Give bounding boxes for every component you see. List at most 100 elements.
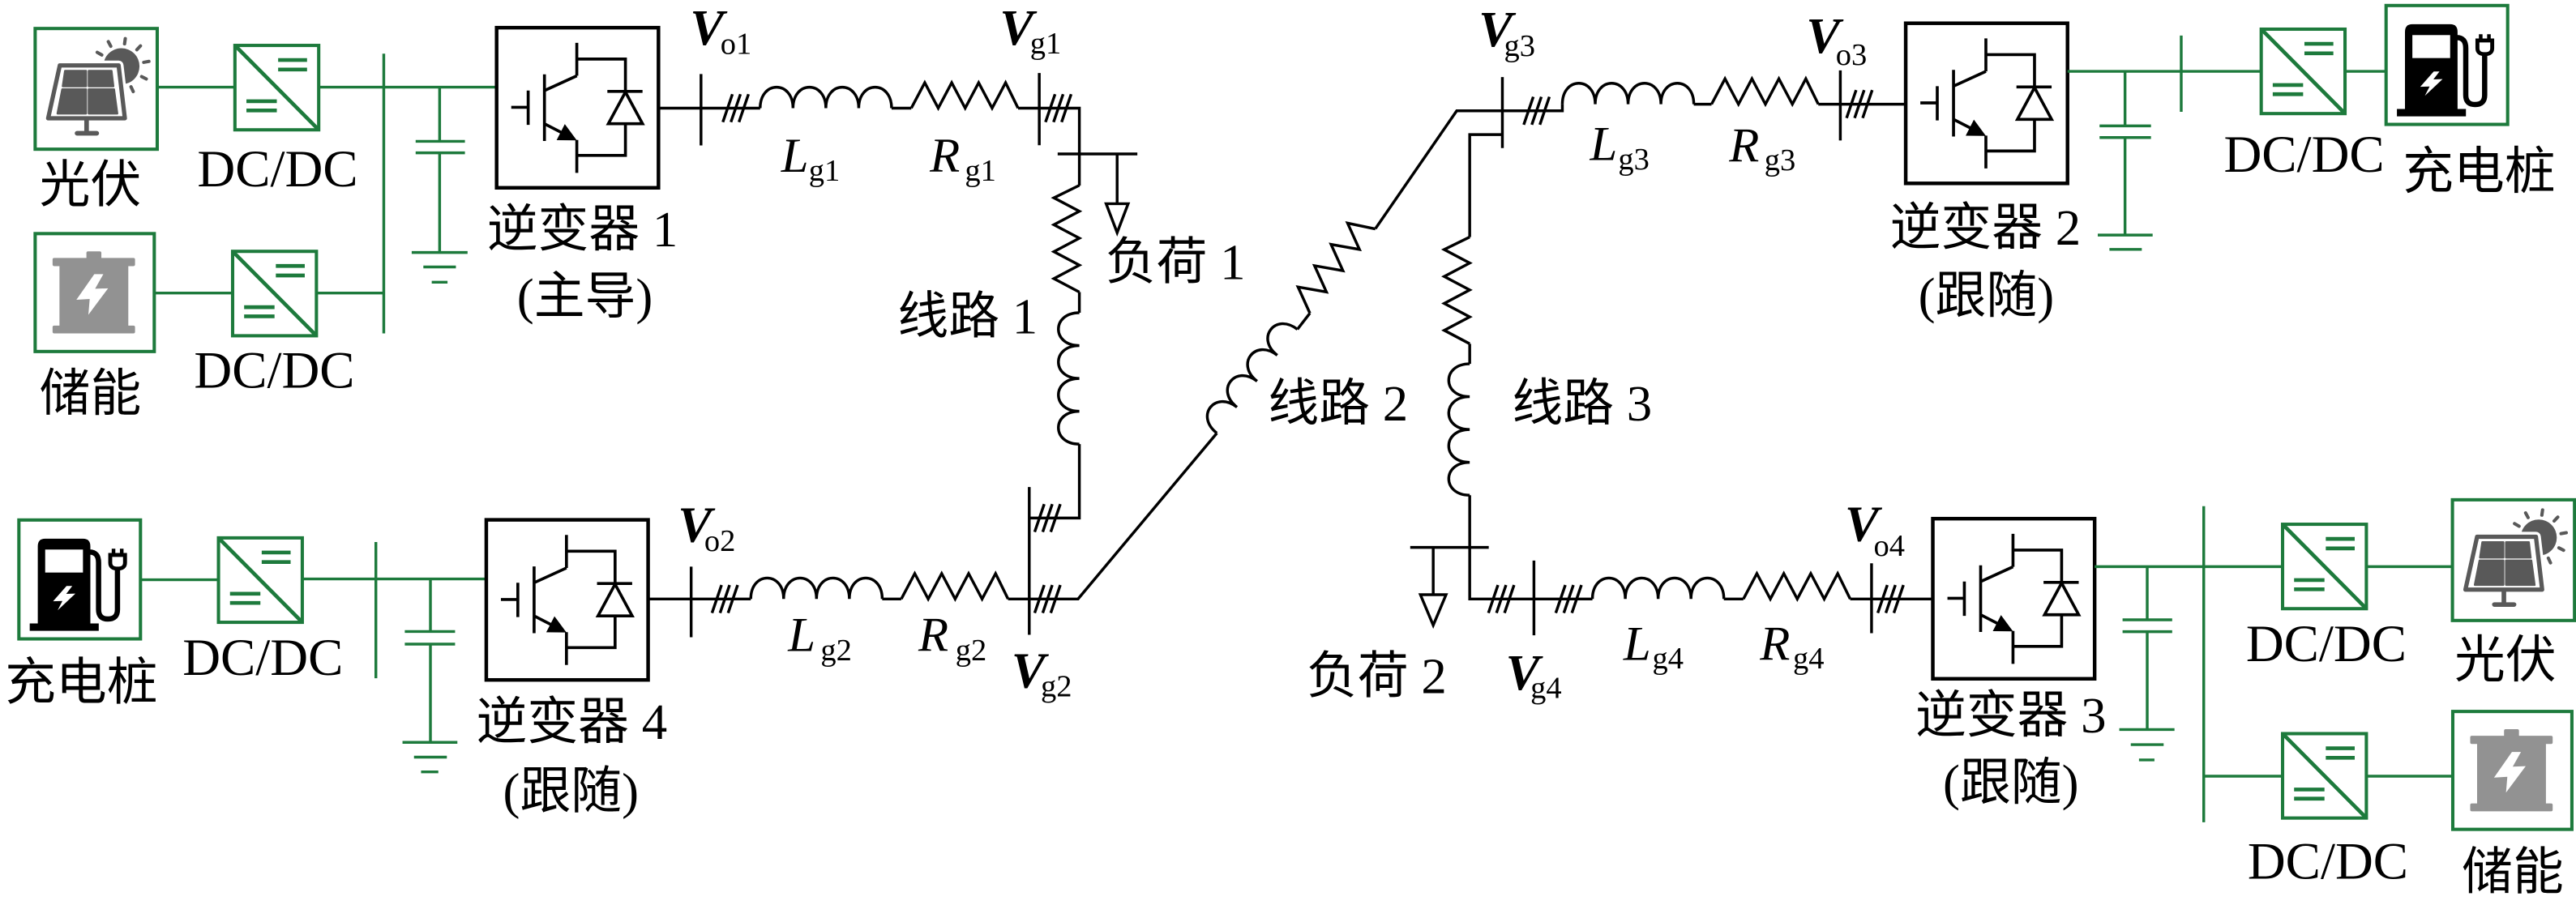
solar-panel-icon xyxy=(35,28,157,149)
inductor-lg2 xyxy=(749,576,884,601)
charger-label: 充电桩 xyxy=(2403,143,2555,200)
load-arrow-icon xyxy=(1104,202,1131,237)
dc-link-capacitor xyxy=(415,87,465,253)
ground-icon xyxy=(2119,728,2175,762)
storage-label: 储能 xyxy=(40,365,142,422)
ground-icon xyxy=(2098,233,2153,251)
inverter-3-label: 逆变器 3 xyxy=(1915,687,2107,744)
resistor-rg1 xyxy=(909,81,1020,110)
vo2-label: Vo2 xyxy=(678,496,735,558)
line-1-inductor xyxy=(1057,311,1081,446)
three-phase-marker xyxy=(1033,502,1062,534)
resistor-rg4 xyxy=(1742,572,1852,601)
load-2-label: 负荷 2 xyxy=(1307,647,1447,704)
node-voltage-labels: Vo1 Vg1 Vg3 Vo3 Vo2 Vg2 Vo4 Vg4 xyxy=(678,0,1905,706)
storage-label: 储能 xyxy=(2462,844,2564,901)
line-3-inductor xyxy=(1447,362,1471,497)
line-1-label: 线路 1 xyxy=(897,288,1038,345)
inductor-lg3 xyxy=(1560,82,1696,106)
inductor-lg1 xyxy=(759,85,893,110)
line-3-label: 线路 3 xyxy=(1512,375,1652,432)
resistor-rg2 xyxy=(900,572,1010,601)
line-2-impedance xyxy=(1199,211,1377,435)
vg2-label: Vg2 xyxy=(1012,642,1072,703)
line-1-impedance xyxy=(1052,184,1081,446)
dcdc-label: DC/DC xyxy=(2248,832,2408,890)
dcdc-label: DC/DC xyxy=(182,629,343,687)
load-2-feeder xyxy=(1410,545,1489,596)
ground-icon xyxy=(402,741,458,774)
line-and-load-labels: 线路 1 线路 2 线路 3 负荷 1 负荷 2 xyxy=(897,234,1652,705)
inverter-3-role: (跟随) xyxy=(1943,754,2079,811)
line-3-resistor xyxy=(1443,235,1471,346)
three-phase-marker xyxy=(1522,95,1551,126)
battery-icon xyxy=(2453,711,2572,830)
three-phase-marker xyxy=(721,92,751,124)
dc-link-capacitor xyxy=(404,578,456,743)
line-2-resistor xyxy=(1288,211,1377,315)
dcdc-converter-storage xyxy=(2283,733,2366,817)
unit-2-dc-side: 逆变器 2 (跟随) DC/DC 充电桩 xyxy=(1890,6,2556,324)
vo3-label: Vo3 xyxy=(1806,7,1867,72)
dc-wiring xyxy=(140,541,486,679)
line-3-wire xyxy=(1468,495,1593,601)
ac-network xyxy=(648,70,1933,638)
inverter-4-block xyxy=(486,520,648,681)
ac-wire-branch-1 xyxy=(658,106,1081,186)
inverter-4-role: (跟随) xyxy=(503,762,640,819)
dcdc-converter-storage xyxy=(233,251,316,335)
three-phase-marker xyxy=(1044,92,1073,124)
inverter-2-role: (跟随) xyxy=(1919,267,2055,324)
inductor-lg4 xyxy=(1590,576,1726,601)
vg1-label: Vg1 xyxy=(999,0,1061,61)
dc-link-capacitor xyxy=(2099,71,2151,236)
load-1-label: 负荷 1 xyxy=(1106,234,1246,291)
inverter-1-role: (主导) xyxy=(517,268,653,325)
three-phase-marker xyxy=(1033,583,1062,615)
inverter-3-block xyxy=(1933,519,2095,679)
dcdc-label: DC/DC xyxy=(197,140,357,199)
line-1-wire xyxy=(1029,444,1081,520)
line-3-impedance xyxy=(1443,235,1471,497)
line-3-wire xyxy=(1468,133,1503,237)
line-1-resistor xyxy=(1052,184,1081,294)
load-arrow-icon xyxy=(1418,593,1448,630)
solar-panel-icon xyxy=(2453,500,2575,621)
dc-wiring xyxy=(2095,506,2453,822)
unit-1-dc-side: 光伏 储能 DC/DC DC/DC 逆变器 1 (主导) xyxy=(35,28,678,422)
dcdc-label: DC/DC xyxy=(2246,615,2407,673)
dcdc-converter-pv xyxy=(2283,524,2366,608)
vg4-label: Vg4 xyxy=(1506,644,1562,706)
pv-label: 光伏 xyxy=(40,156,142,213)
dcdc-converter-charger xyxy=(219,538,302,622)
vo4-label: Vo4 xyxy=(1845,496,1905,563)
dc-wiring xyxy=(154,53,497,334)
three-phase-marker xyxy=(1876,583,1905,615)
three-phase-marker xyxy=(1554,583,1583,615)
dcdc-label: DC/DC xyxy=(2223,126,2384,184)
dcdc-converter-charger xyxy=(2261,29,2345,113)
three-phase-marker xyxy=(1845,88,1874,120)
three-phase-marker xyxy=(1487,583,1516,615)
ev-charger-icon xyxy=(19,520,140,639)
line-2-label: 线路 2 xyxy=(1268,375,1408,432)
dc-link-capacitor xyxy=(2122,566,2172,730)
unit-3-dc-side: 逆变器 3 (跟随) DC/DC DC/DC 光伏 储能 xyxy=(1915,500,2574,901)
vo1-label: Vo1 xyxy=(690,0,751,61)
pv-label: 光伏 xyxy=(2454,632,2557,689)
line-2-wire xyxy=(1296,312,1312,331)
ground-icon xyxy=(411,250,468,284)
three-phase-marker xyxy=(710,583,739,615)
vg3-label: Vg3 xyxy=(1478,1,1535,63)
ac-wire-branch-2 xyxy=(648,432,1218,601)
lg4-label: Lg4 xyxy=(1623,617,1684,676)
inverter-2-block xyxy=(1906,23,2068,184)
inverter-1-label: 逆变器 1 xyxy=(487,201,678,258)
battery-icon xyxy=(35,233,154,352)
